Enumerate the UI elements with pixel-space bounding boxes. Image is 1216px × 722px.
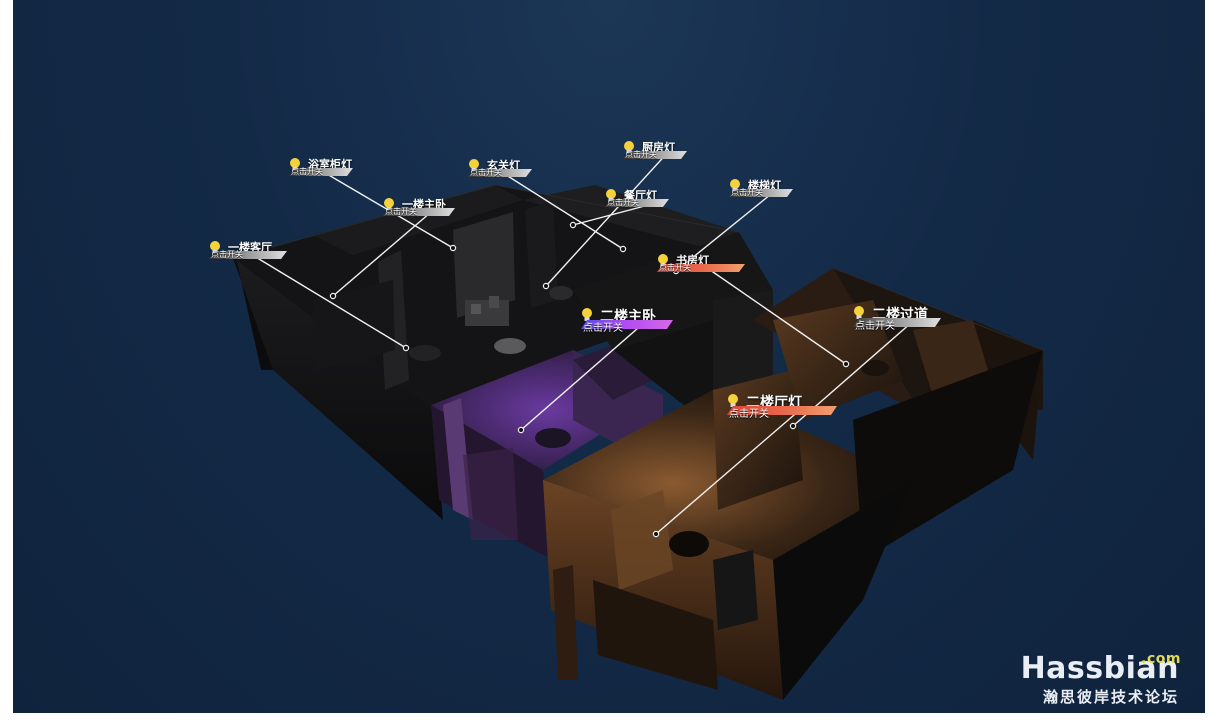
toggle-hint: 点击开关 (607, 198, 639, 207)
toggle-hint: 点击开关 (731, 188, 763, 197)
leader-line-study (711, 270, 847, 365)
lamp-toggle-floor2-bedroom[interactable]: 二楼主卧点击开关 (581, 306, 685, 336)
leader-line-stairs (675, 195, 770, 272)
toggle-hint: 点击开关 (659, 263, 691, 272)
floorplan-3d-model (232, 157, 1044, 700)
lamp-state-bar (657, 264, 745, 272)
toggle-hint: 点击开关 (625, 150, 657, 159)
lamp-state-bar (853, 318, 941, 327)
hassbian-logo: Hassbian .com (1020, 651, 1181, 686)
lamp-toggle-floor2-corridor[interactable]: 二楼过道点击开关 (853, 304, 953, 334)
logo-text: Hassbian (1020, 651, 1179, 686)
lamp-state-bar (581, 320, 673, 329)
toggle-hint: 点击开关 (291, 167, 323, 176)
lightbulb-icon (727, 393, 739, 409)
lamp-name: 楼梯灯 (748, 179, 781, 192)
lamp-anchor-study (842, 360, 850, 368)
lamp-state-bar (623, 151, 687, 159)
model-outline (232, 184, 1044, 351)
floor2-hall-room (543, 370, 913, 700)
lamp-anchor-floor2-corridor (789, 422, 797, 430)
lamp-toggle-floor1-bedroom[interactable]: 一楼主卧点击开关 (383, 196, 467, 226)
lamp-toggle-floor1-living[interactable]: 一楼客厅点击开关 (209, 239, 299, 269)
toggle-hint: 点击开关 (583, 323, 623, 334)
hassbian-watermark: Hassbian .com 瀚思彼岸技术论坛 (1020, 651, 1181, 707)
toggle-hint: 点击开关 (470, 168, 502, 177)
leader-line-floor2-bedroom (520, 327, 639, 431)
lamp-anchor-floor2-bedroom (517, 426, 525, 434)
lamp-name: 餐厅灯 (624, 189, 657, 202)
leader-line-dining (572, 205, 645, 226)
lamp-leader-lines (256, 157, 909, 538)
lamp-toggle-study[interactable]: 书房灯点击开关 (657, 252, 757, 282)
lamp-toggle-floor2-living[interactable]: 二楼厅灯点击开关 (727, 392, 849, 422)
lamp-name: 厨房灯 (642, 141, 675, 154)
lamp-anchor-dining (569, 221, 577, 229)
3d-floorplan-viewport[interactable]: 浴室柜灯点击开关玄关灯点击开关厨房灯点击开关一楼主卧点击开关餐厅灯点击开关楼梯灯… (13, 0, 1205, 713)
logo-subtitle: 瀚思彼岸技术论坛 (1042, 688, 1179, 706)
lamp-name: 一楼客厅 (228, 241, 272, 254)
toggle-hint: 点击开关 (211, 250, 243, 259)
lamp-state-bar (289, 168, 353, 176)
lamp-state-bar (727, 406, 837, 415)
lamp-anchor-bath-cabinet (449, 244, 457, 252)
leader-line-floor2-living (655, 413, 796, 535)
ground-floor-block (233, 185, 753, 520)
lamp-toggle-entrance[interactable]: 玄关灯点击开关 (468, 157, 544, 187)
lamp-toggle-dining[interactable]: 餐厅灯点击开关 (605, 187, 681, 217)
lamp-state-bar (209, 251, 287, 259)
logo-tld: .com (1141, 651, 1181, 667)
leader-line-entrance (507, 175, 624, 250)
lamp-anchor-kitchen (542, 282, 550, 290)
lamp-name: 浴室柜灯 (308, 158, 352, 171)
lamp-name: 一楼主卧 (402, 198, 446, 211)
toggle-hint: 点击开关 (385, 207, 417, 216)
lamp-anchor-floor2-living (652, 530, 660, 538)
lamp-state-bar (468, 169, 532, 177)
leader-line-kitchen (545, 157, 664, 287)
lamp-toggle-bath-cabinet[interactable]: 浴室柜灯点击开关 (289, 156, 365, 186)
lamp-state-bar (729, 189, 793, 197)
leader-line-floor1-living (256, 257, 407, 349)
lightbulb-icon (853, 305, 865, 321)
lamp-name: 玄关灯 (487, 159, 520, 172)
leader-line-floor1-bedroom (332, 214, 429, 297)
floor2-corridor-room (753, 268, 1043, 700)
lamp-state-bar (605, 199, 669, 207)
lamp-anchor-floor1-living (402, 344, 410, 352)
lamp-name: 书房灯 (676, 254, 709, 267)
lightbulb-icon (581, 307, 593, 323)
lamp-anchor-floor1-bedroom (329, 292, 337, 300)
lamp-toggle-stairs[interactable]: 楼梯灯点击开关 (729, 177, 805, 207)
lamp-state-bar (383, 208, 455, 216)
lamp-toggle-kitchen[interactable]: 厨房灯点击开关 (623, 139, 699, 169)
toggle-hint: 点击开关 (729, 409, 769, 420)
lamp-anchor-entrance (619, 245, 627, 253)
toggle-hint: 点击开关 (855, 321, 895, 332)
